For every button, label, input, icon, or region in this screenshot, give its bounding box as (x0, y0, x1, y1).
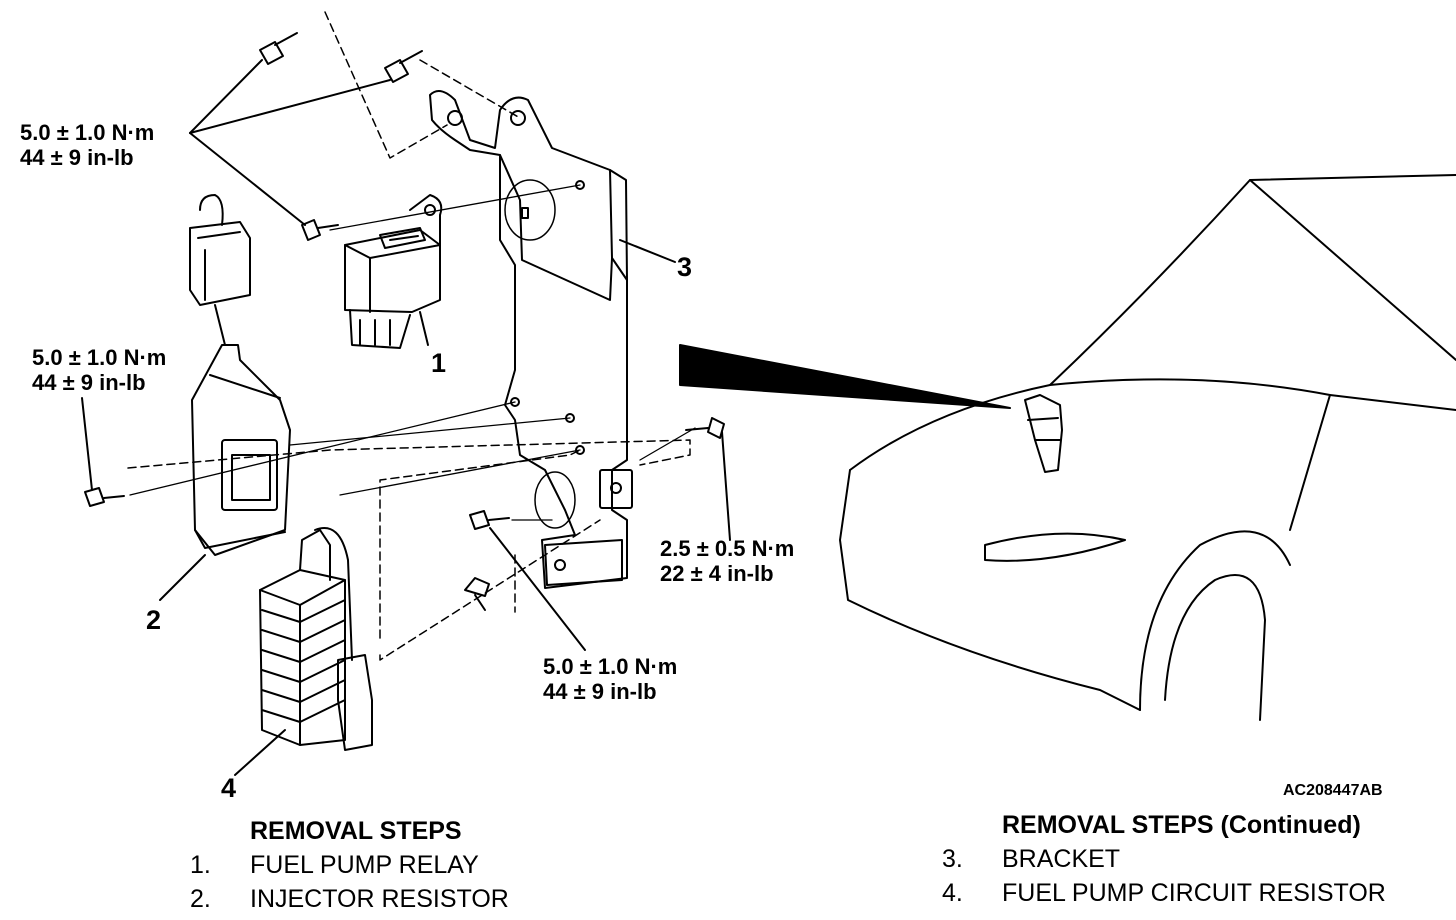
removal-steps-continued-list: REMOVAL STEPS (Continued) 3. BRACKET 4. … (942, 808, 1386, 910)
location-indicator-wedge (679, 344, 1011, 409)
leader-lines (81, 59, 731, 651)
callout-leaders (159, 239, 676, 776)
step-number: 1. (190, 851, 211, 879)
figure-code: AC208447AB (1283, 782, 1383, 799)
list-item: 2. INJECTOR RESISTOR (190, 882, 509, 916)
step-number: 2. (190, 885, 211, 913)
torque-inlb: 44 ± 9 in-lb (543, 679, 657, 704)
fuel-pump-relay-part (344, 194, 443, 349)
removal-steps-continued-heading: REMOVAL STEPS (Continued) (1002, 811, 1361, 839)
torque-nm: 5.0 ± 1.0 N·m (20, 120, 155, 145)
torque-label-top-left: 5.0 ± 1.0 N·m 44 ± 9 in-lb (20, 120, 154, 170)
torque-inlb: 44 ± 9 in-lb (20, 145, 134, 170)
step-text: BRACKET (1002, 845, 1121, 873)
removal-steps-heading: REMOVAL STEPS (250, 817, 462, 845)
bracket-part (429, 90, 633, 589)
torque-inlb: 44 ± 9 in-lb (32, 370, 146, 395)
callout-1: 1 (431, 348, 447, 378)
torque-nm: 5.0 ± 1.0 N·m (32, 345, 167, 370)
torque-nm: 2.5 ± 0.5 N·m (660, 536, 795, 561)
step-text: FUEL PUMP RELAY (250, 851, 479, 879)
step-number: 4. (942, 879, 963, 907)
removal-steps-list: REMOVAL STEPS 1. FUEL PUMP RELAY 2. INJE… (190, 814, 509, 916)
step-number: 3. (942, 845, 963, 873)
bolts (84, 32, 725, 611)
injector-resistor-part (189, 194, 291, 556)
torque-label-right: 2.5 ± 0.5 N·m 22 ± 4 in-lb (660, 536, 794, 586)
callout-3: 3 (677, 252, 693, 282)
callout-4: 4 (221, 773, 237, 803)
fuel-pump-circuit-resistor-part (259, 527, 373, 751)
step-text: FUEL PUMP CIRCUIT RESISTOR (1002, 879, 1386, 907)
torque-inlb: 22 ± 4 in-lb (660, 561, 774, 586)
step-text: INJECTOR RESISTOR (250, 885, 509, 913)
torque-label-mid-left: 5.0 ± 1.0 N·m 44 ± 9 in-lb (32, 345, 166, 395)
torque-nm: 5.0 ± 1.0 N·m (543, 654, 678, 679)
list-item: 1. FUEL PUMP RELAY (190, 848, 509, 882)
list-item: 3. BRACKET (942, 842, 1386, 876)
vehicle-outline (839, 174, 1456, 721)
callout-2: 2 (146, 605, 162, 635)
list-item: 4. FUEL PUMP CIRCUIT RESISTOR (942, 876, 1386, 910)
torque-label-bottom: 5.0 ± 1.0 N·m 44 ± 9 in-lb (543, 654, 677, 704)
